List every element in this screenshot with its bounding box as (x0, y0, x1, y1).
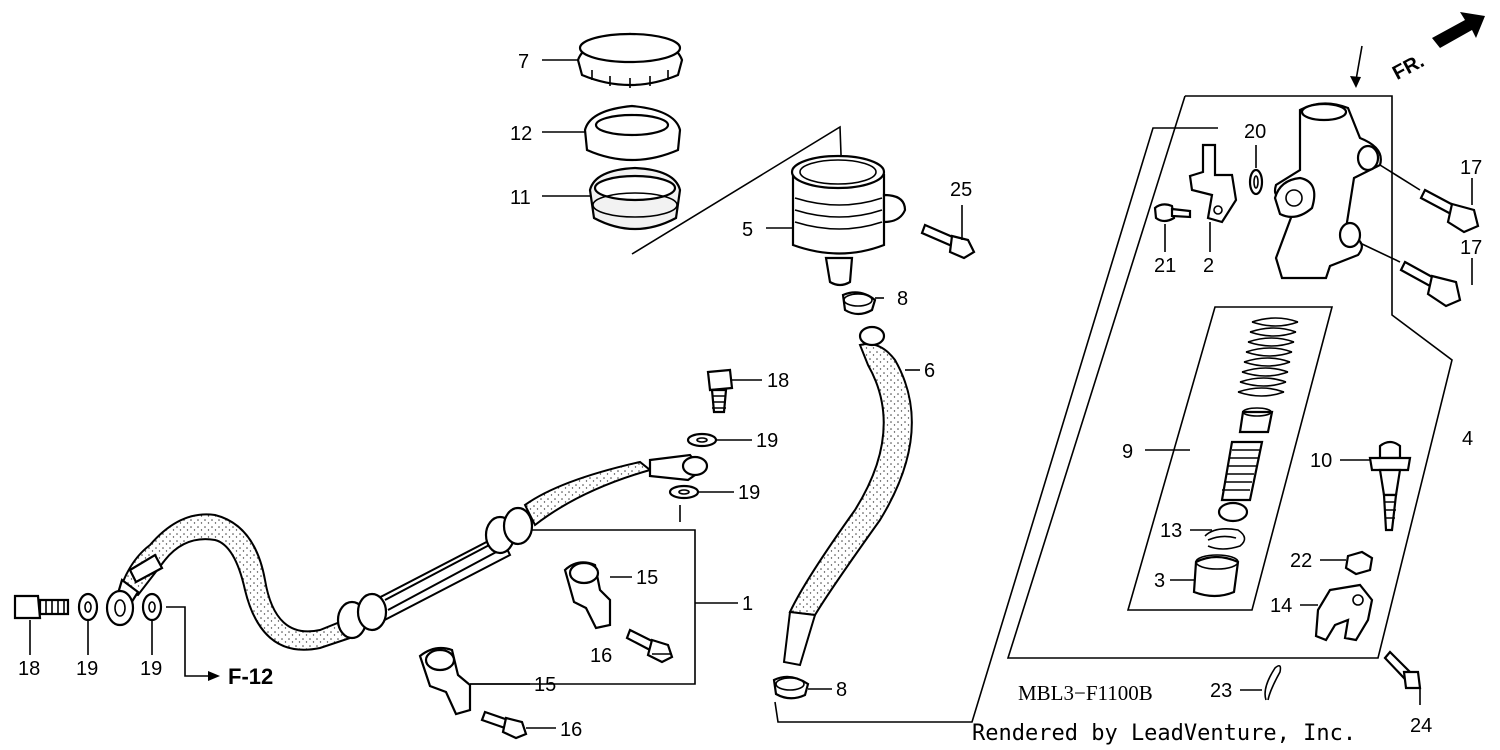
part-sealing-washer-upper-b (668, 484, 700, 500)
callout-19-upper-a: 19 (756, 430, 778, 452)
callout-20: 20 (1244, 121, 1266, 143)
part-sealing-washer-lower-a (77, 592, 99, 622)
part-o-ring-20 (1248, 168, 1264, 196)
callout-5: 5 (742, 219, 753, 241)
callout-4: 4 (1462, 428, 1473, 450)
part-piston (1217, 440, 1264, 523)
part-bolt-25 (920, 223, 976, 260)
callout-17-lower: 17 (1460, 237, 1482, 259)
callout-18-lower: 18 (18, 658, 40, 680)
callout-21: 21 (1154, 255, 1176, 277)
bolt-leader-lower (1359, 242, 1401, 263)
callout-11: 11 (510, 187, 531, 209)
part-screw-21 (1153, 203, 1192, 223)
credit-text: Rendered by LeadVenture, Inc. (972, 721, 1356, 746)
callout-19-lower-b: 19 (140, 658, 162, 680)
callout-17-upper: 17 (1460, 157, 1482, 179)
part-bolt-17-lower (1399, 260, 1462, 308)
part-reservoir-cap (576, 32, 684, 88)
part-brake-hose (114, 453, 709, 651)
callout-8-lower: 8 (836, 679, 847, 701)
group-outlines (470, 95, 1453, 723)
part-push-rod (1368, 440, 1412, 532)
callout-15-upper: 15 (636, 567, 658, 589)
part-sealing-washer-upper-a (686, 432, 718, 448)
callout-25: 25 (950, 179, 972, 201)
part-diaphragm (588, 166, 682, 231)
reference-label: F-12 (228, 664, 273, 689)
callout-12: 12 (510, 123, 532, 145)
part-bolt-16-upper (625, 628, 674, 664)
leader-lines (29, 59, 1473, 729)
callout-16-lower: 16 (560, 719, 582, 741)
callout-1: 1 (742, 593, 753, 615)
part-hose-clamp-upper (563, 561, 612, 630)
part-union-bolt-upper (706, 368, 734, 414)
callout-16-upper: 16 (590, 645, 612, 667)
part-circlip (1204, 528, 1246, 550)
direction-label: FR. (1389, 50, 1428, 85)
part-cotter-pin (1264, 664, 1282, 701)
part-union-bolt-lower (13, 594, 70, 620)
part-hose-clip-upper (841, 291, 877, 316)
part-boot (1192, 554, 1240, 598)
part-hose-joint (1188, 143, 1238, 224)
part-diaphragm-plate (583, 104, 682, 162)
part-piston-cup (1238, 407, 1274, 434)
part-hose-clip-lower (772, 675, 810, 700)
callout-9: 9 (1122, 441, 1133, 463)
callout-6: 6 (924, 360, 935, 382)
part-bolt-17-upper (1419, 188, 1480, 234)
callout-7: 7 (518, 51, 529, 73)
bolt-leader-upper (1379, 164, 1421, 191)
part-nut-22 (1344, 550, 1374, 576)
part-piston-spring-upper (1237, 317, 1299, 397)
diagram-code: MBL3−F1100B (1018, 681, 1153, 705)
callout-labels: 7 12 11 5 25 8 6 18 19 19 1 15 16 15 16 … (18, 51, 1482, 741)
callout-3: 3 (1154, 570, 1165, 592)
part-hose-eye (105, 589, 135, 627)
callout-10: 10 (1310, 450, 1332, 472)
part-reservoir (790, 154, 907, 287)
part-bolt-16-lower (480, 710, 528, 740)
front-arrow-icon (1432, 12, 1485, 48)
part-hose-clamp-lower (418, 646, 472, 716)
part-joint-pin (1383, 650, 1422, 690)
callout-14: 14 (1270, 595, 1292, 617)
callout-15-lower: 15 (534, 674, 556, 696)
callout-19-upper-b: 19 (738, 482, 760, 504)
pointer-arrow (1350, 45, 1363, 88)
callout-2: 2 (1203, 255, 1214, 277)
callout-19-lower-a: 19 (76, 658, 98, 680)
reference-arrow: F-12 (166, 606, 273, 689)
callout-18-upper: 18 (767, 370, 789, 392)
part-sealing-washer-lower-b (141, 592, 163, 622)
callout-24: 24 (1410, 715, 1432, 737)
callout-8-upper: 8 (897, 288, 908, 310)
part-master-cylinder-body (1273, 102, 1382, 280)
part-clevis (1314, 583, 1374, 642)
part-reservoir-hose (782, 325, 913, 667)
callout-13: 13 (1160, 520, 1182, 542)
callout-22: 22 (1290, 550, 1312, 572)
callout-23: 23 (1210, 680, 1232, 702)
front-direction-indicator: FR. (1389, 12, 1485, 85)
